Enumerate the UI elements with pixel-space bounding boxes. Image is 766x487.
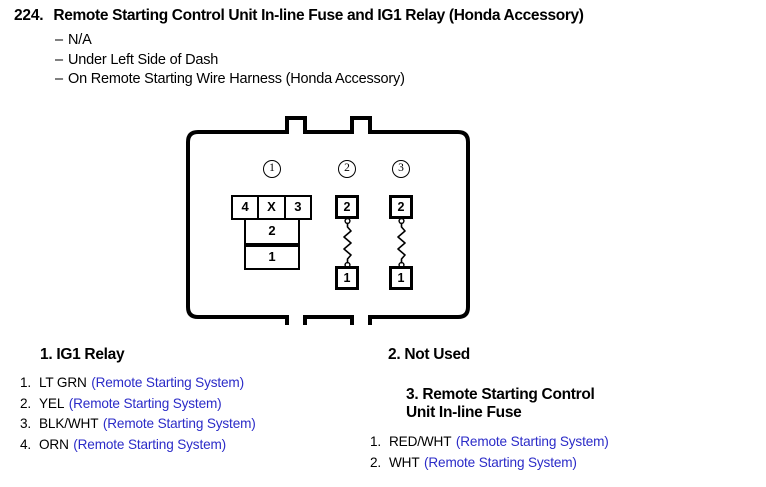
sub-line-text: Under Left Side of Dash: [68, 51, 219, 68]
group2-terminal-1: 1: [335, 266, 359, 290]
legend-section-3-heading: 3. Remote Starting Control Unit In-line …: [388, 386, 760, 422]
legend-item-system: (Remote Starting System): [102, 416, 256, 431]
legend-item-number: 2.: [370, 454, 382, 470]
legend-item-system: (Remote Starting System): [424, 454, 577, 470]
sub-line-text: On Remote Starting Wire Harness (Honda A…: [68, 71, 405, 87]
terminal-group-3: 2 1: [389, 195, 413, 290]
terminal-1: 1: [244, 245, 300, 270]
legend-item: 4. ORN (Remote Starting System): [20, 435, 360, 456]
legend-item-wire: YEL: [39, 395, 65, 411]
sub-line-dash: –: [55, 71, 63, 87]
sub-line-text: N/A: [68, 32, 92, 48]
callout-2: 2: [338, 160, 356, 178]
legend-item-system: (Remote Starting System): [455, 434, 609, 449]
legend-item-system: (Remote Starting System): [68, 395, 222, 411]
sub-line: – Under Left Side of Dash: [55, 51, 405, 71]
legend-section-1: 1. IG1 Relay 1. LT GRN (Remote Starting …: [20, 346, 360, 455]
terminal-4: 4: [233, 197, 260, 218]
group3-terminal-1: 1: [389, 266, 413, 290]
legend-item-wire: RED/WHT: [389, 434, 452, 449]
legend-item-wire: BLK/WHT: [39, 416, 99, 431]
terminal-x-blank: X: [259, 197, 286, 218]
legend-sections-2-3: 2. Not Used 3. Remote Starting Control U…: [370, 346, 760, 473]
terminal-group-1-top-row: 4 X 3: [231, 195, 312, 220]
legend-section-2-heading: 2. Not Used: [388, 346, 470, 363]
legend-item: 1. LT GRN (Remote Starting System): [20, 373, 360, 394]
legend-section-1-heading: 1. IG1 Relay: [40, 346, 125, 363]
entry-sub-lines: – N/A – Under Left Side of Dash – On Rem…: [55, 31, 405, 90]
legend-item: 1. RED/WHT (Remote Starting System): [370, 432, 760, 453]
legend-item: 2. WHT (Remote Starting System): [370, 453, 760, 474]
page-title: Remote Starting Control Unit In-line Fus…: [53, 7, 584, 24]
legend-item-wire: LT GRN: [39, 375, 87, 390]
terminal-2: 2: [244, 220, 300, 245]
fuse-element-icon: [397, 218, 406, 268]
fuse-element-icon: [343, 218, 352, 268]
title-row: 224. Remote Starting Control Unit In-lin…: [14, 7, 584, 25]
legend-item-system: (Remote Starting System): [73, 436, 227, 452]
sub-line: – N/A: [55, 31, 405, 51]
sub-line-dash: –: [55, 32, 63, 48]
legend-item-wire: ORN: [39, 436, 69, 452]
sub-line-dash: –: [55, 51, 63, 68]
legend-item-number: 1.: [20, 375, 32, 390]
legend-item-number: 4.: [20, 436, 32, 452]
sub-line: – On Remote Starting Wire Harness (Honda…: [55, 70, 405, 90]
callout-1: 1: [263, 160, 281, 178]
connector-diagram: 1 2 3 4 X 3 2 1 2 1 2 1: [186, 110, 476, 325]
connector-housing-outline: [186, 116, 470, 325]
group3-terminal-2: 2: [389, 195, 413, 219]
legend-item-number: 3.: [20, 416, 32, 431]
terminal-3: 3: [285, 197, 310, 218]
legend-item: 2. YEL (Remote Starting System): [20, 394, 360, 415]
legend-item-system: (Remote Starting System): [91, 375, 244, 390]
legend-section-3-heading-line2: Unit In-line Fuse: [406, 404, 522, 421]
legend-item: 3. BLK/WHT (Remote Starting System): [20, 414, 360, 435]
legend-item-wire: WHT: [389, 454, 420, 470]
legend-section-3-heading-line1: 3. Remote Starting Control: [406, 386, 595, 403]
legend-section-3-list: 1. RED/WHT (Remote Starting System) 2. W…: [370, 432, 760, 473]
legend-item-number: 1.: [370, 434, 382, 449]
entry-number: 224.: [14, 7, 44, 24]
legend-item-number: 2.: [20, 395, 32, 411]
callout-3: 3: [392, 160, 410, 178]
terminal-group-2: 2 1: [335, 195, 359, 290]
group2-terminal-2: 2: [335, 195, 359, 219]
